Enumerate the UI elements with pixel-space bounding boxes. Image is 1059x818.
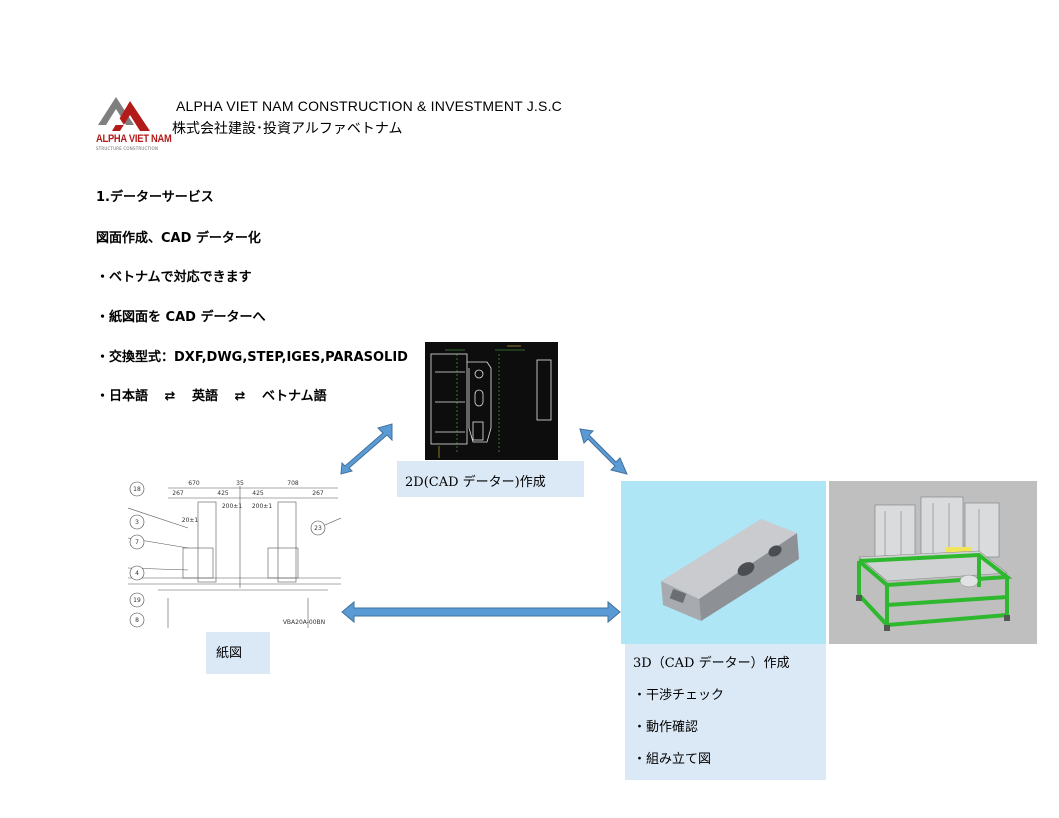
swap-arrow-icon: ⇄	[164, 389, 176, 404]
bullet-vietnam: ・ベトナムで対応できます	[96, 270, 252, 285]
balloon-label: 18	[133, 486, 141, 493]
bullet-languages: ・日本語 ⇄ 英語 ⇄ ベトナム語	[96, 385, 327, 404]
swap-arrow-icon: ⇄	[234, 389, 246, 404]
cad-3d-item-assembly: ・組み立て図	[633, 752, 712, 767]
dimension-label: 200±1	[252, 503, 272, 510]
cad-3d-assembly-image	[829, 481, 1037, 644]
section-heading: 1.データーサービス	[96, 190, 214, 205]
company-name-jp: 株式会社建設･投資アルファベトナム	[172, 121, 403, 137]
bullet-formats: ・交換型式：DXF,DWG,STEP,IGES,PARASOLID	[96, 350, 408, 365]
dimension-label: 35	[236, 480, 244, 487]
cad-3d-item-motion: ・動作確認	[633, 720, 699, 735]
cad-3d-part-image	[621, 481, 826, 644]
cad-3d-item-interference: ・干渉チェック	[633, 688, 725, 703]
double-arrow-icon	[579, 428, 628, 475]
paper-drawing-image: 18 3 7 4 19 8 23 670 425 35 425 708 267 …	[128, 478, 341, 628]
dimension-label: 267	[172, 490, 184, 497]
cad-3d-caption-title: 3D（CAD データー）作成	[633, 656, 790, 671]
cad-2d-caption-box: 2D(CAD データー)作成	[397, 461, 584, 497]
lang-japanese: ・日本語	[96, 389, 149, 404]
dimension-label: 20±1	[182, 517, 199, 524]
logo-subtext: STRUCTURE CONSTRUCTION	[96, 146, 159, 151]
cad-2d-caption: 2D(CAD データー)作成	[405, 475, 546, 490]
balloon-label: 23	[314, 525, 322, 532]
balloon-label: 8	[135, 617, 139, 624]
balloon-label: 3	[135, 519, 139, 526]
dimension-label: 708	[287, 480, 299, 487]
dimension-label: 267	[312, 490, 324, 497]
double-arrow-icon	[340, 423, 393, 475]
balloon-label: 4	[135, 570, 139, 577]
section-subheading: 図面作成、CAD データー化	[96, 231, 261, 246]
bullet-paper-to-cad: ・紙図面を CAD データーへ	[96, 310, 266, 325]
dimension-label: 425	[252, 490, 264, 497]
double-arrow-icon	[341, 600, 621, 624]
cad-3d-caption-box: 3D（CAD データー）作成 ・干渉チェック ・動作確認 ・組み立て図	[625, 644, 826, 780]
lang-vietnamese: ベトナム語	[261, 389, 327, 404]
lang-english: 英語	[191, 389, 218, 404]
logo-text: ALPHA VIET NAM	[96, 133, 172, 145]
paper-caption-box: 紙図	[206, 632, 270, 674]
cad-2d-image	[425, 342, 558, 460]
company-name-en: ALPHA VIET NAM CONSTRUCTION & INVESTMENT…	[176, 98, 562, 114]
paper-caption: 紙図	[216, 646, 243, 661]
dimension-label: 670	[188, 480, 200, 487]
part-number: VBA20A-00BN	[283, 619, 325, 626]
logo-mark-icon	[98, 97, 150, 131]
balloon-label: 19	[133, 597, 141, 604]
dimension-label: 200±1	[222, 503, 242, 510]
dimension-label: 425	[217, 490, 229, 497]
company-logo	[96, 95, 160, 153]
balloon-label: 7	[135, 539, 139, 546]
